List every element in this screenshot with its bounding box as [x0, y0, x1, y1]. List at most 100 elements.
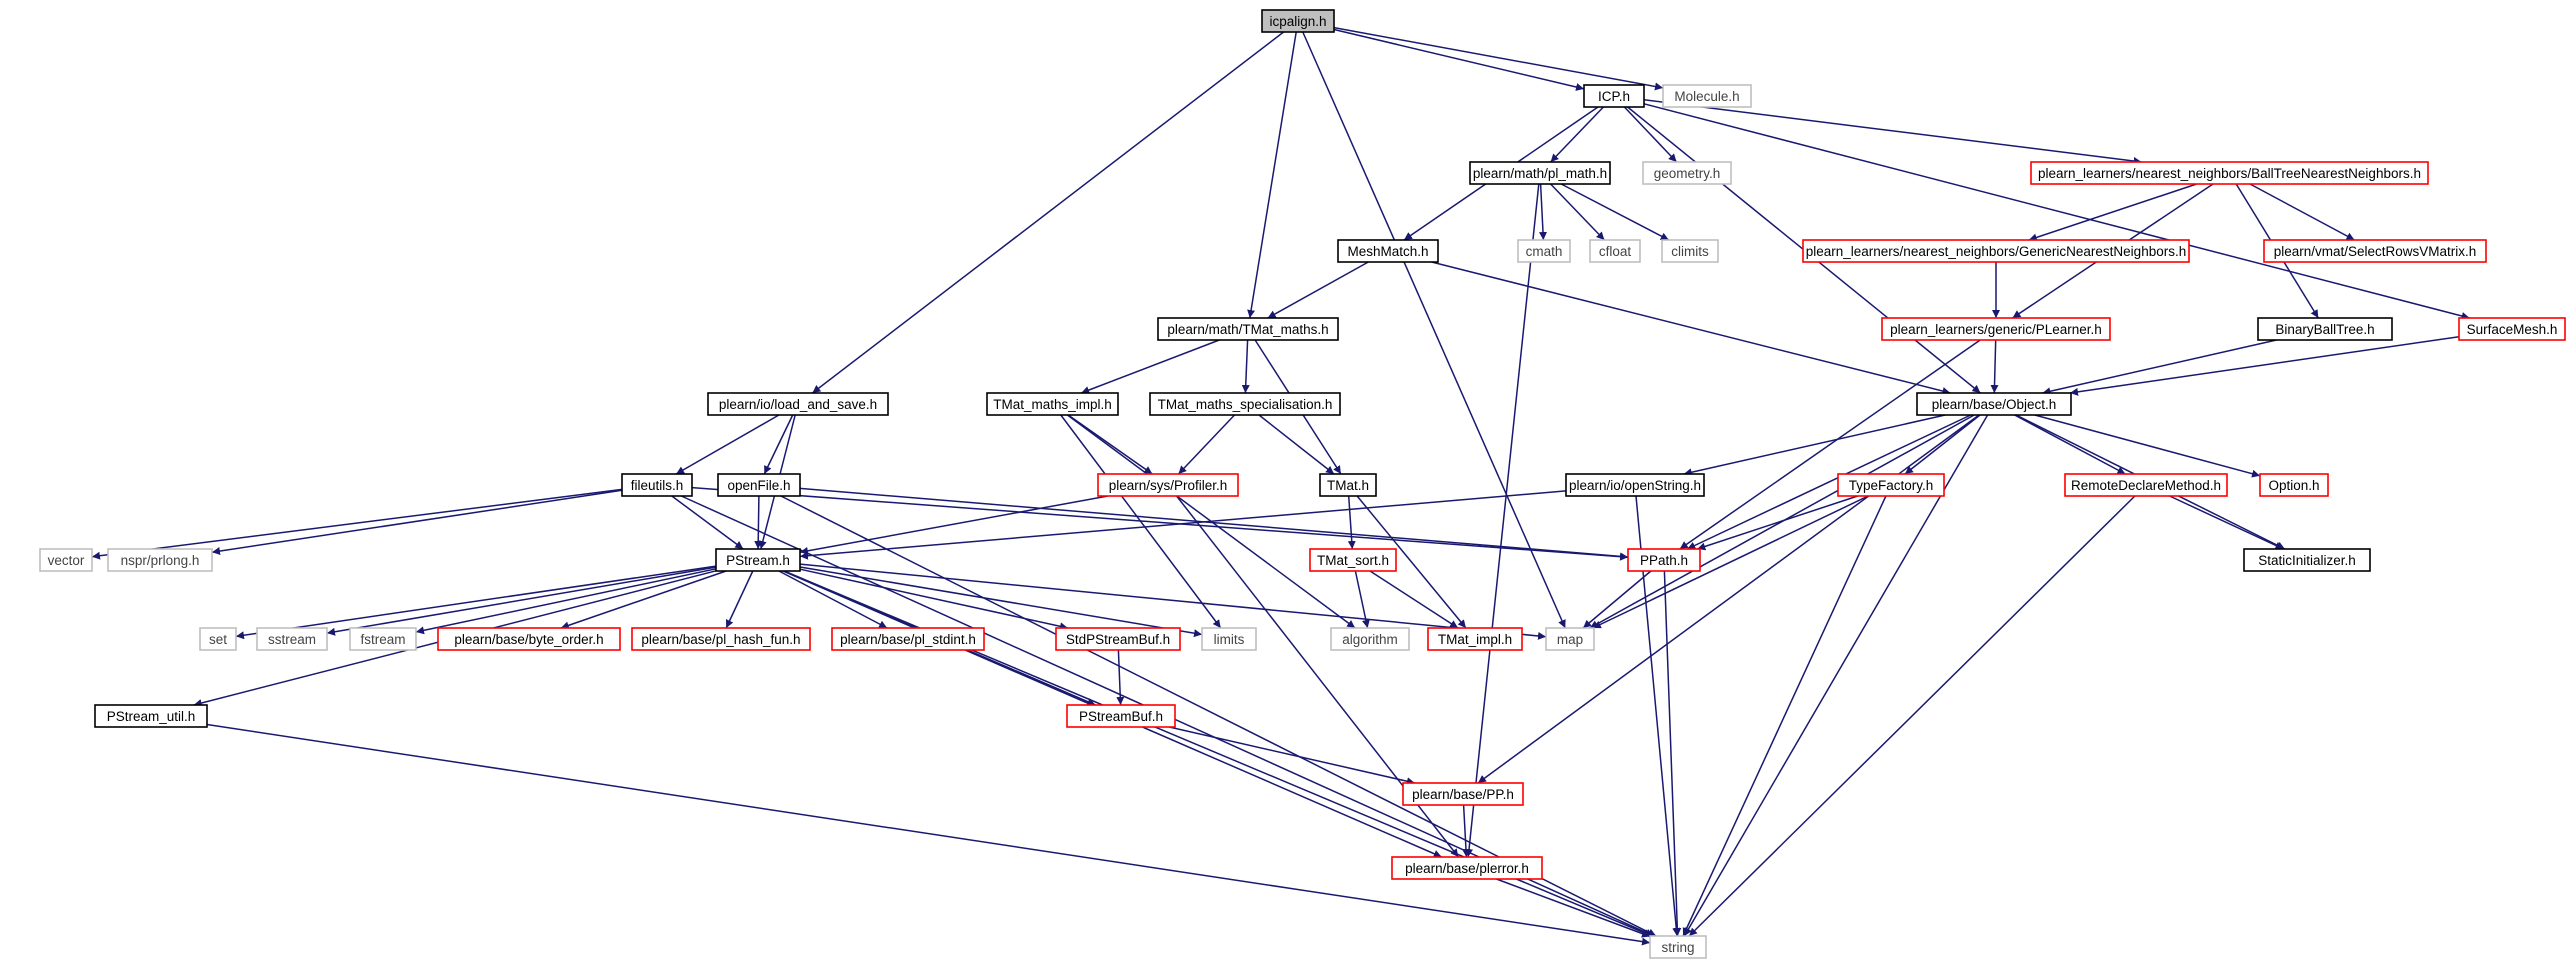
node-box-cfloat	[1589, 239, 1641, 263]
node-tmatimpl[interactable]: TMat_maths_impl.h	[986, 392, 1119, 416]
node-hashfun[interactable]: plearn/base/pl_hash_fun.h	[631, 627, 811, 651]
node-box-vector	[39, 548, 93, 572]
node-pstreambuf[interactable]: PStreamBuf.h	[1066, 704, 1176, 728]
node-openstring[interactable]: plearn/io/openString.h	[1565, 473, 1705, 497]
node-label-tmatimpl: TMat_maths_impl.h	[993, 397, 1112, 412]
node-tmatspec[interactable]: TMat_maths_specialisation.h	[1149, 392, 1341, 416]
node-btnn[interactable]: plearn_learners/nearest_neighbors/BallTr…	[2030, 161, 2429, 185]
node-staticinit[interactable]: StaticInitializer.h	[2243, 548, 2371, 572]
node-option[interactable]: Option.h	[2259, 473, 2329, 497]
edge-pstream-to-stdpsb	[799, 568, 1069, 631]
node-surfacemesh[interactable]: SurfaceMesh.h	[2458, 317, 2566, 341]
edge-tmatspec-to-tmat	[1258, 414, 1335, 475]
node-box-pstreambuf	[1066, 704, 1176, 728]
node-box-hashfun	[631, 627, 811, 651]
node-plmath[interactable]: plearn/math/pl_math.h	[1469, 161, 1611, 185]
node-stdint[interactable]: plearn/base/pl_stdint.h	[831, 627, 985, 651]
node-box-pstream	[715, 548, 801, 572]
edge-tmatimpl-to-profiler	[1067, 414, 1153, 475]
node-label-plearner: plearn_learners/generic/PLearner.h	[1890, 322, 2102, 337]
node-box-fileutils	[621, 473, 693, 497]
node-balltree[interactable]: BinaryBallTree.h	[2257, 317, 2393, 341]
node-stdpsb[interactable]: StdPStreamBuf.h	[1055, 627, 1181, 651]
edge-icp-to-btnn	[1643, 99, 2142, 165]
edge-fileutils-to-ppath	[691, 486, 1629, 561]
node-label-object: plearn/base/Object.h	[1932, 397, 2057, 412]
node-tmatimplh[interactable]: TMat_impl.h	[1427, 627, 1523, 651]
node-label-fstream: fstream	[360, 632, 405, 647]
node-label-cfloat: cfloat	[1599, 244, 1632, 259]
node-label-tmatspec: TMat_maths_specialisation.h	[1158, 397, 1333, 412]
node-algorithm: algorithm	[1330, 627, 1410, 651]
node-byteorder[interactable]: plearn/base/byte_order.h	[437, 627, 621, 651]
node-pstreamutil[interactable]: PStream_util.h	[94, 704, 208, 728]
node-box-geometry	[1642, 161, 1732, 185]
edge-plearner-to-object	[1990, 339, 1999, 394]
edge-loadsave-to-openfile	[763, 414, 794, 475]
edge-pstream-to-hashfun	[725, 570, 754, 629]
edge-icpalign-to-map	[1302, 31, 1566, 629]
node-box-staticinit	[2243, 548, 2371, 572]
node-tmat[interactable]: TMat.h	[1319, 473, 1377, 497]
node-label-nsprlong: nspr/prlong.h	[121, 553, 200, 568]
node-label-tmatimplh: TMat_impl.h	[1438, 632, 1512, 647]
node-cmath: cmath	[1517, 239, 1571, 263]
node-gnn[interactable]: plearn_learners/nearest_neighbors/Generi…	[1802, 239, 2190, 263]
edge-pp-to-plerror	[1461, 804, 1470, 858]
node-label-stdint: plearn/base/pl_stdint.h	[840, 632, 976, 647]
node-label-byteorder: plearn/base/byte_order.h	[454, 632, 603, 647]
node-label-vector: vector	[48, 553, 85, 568]
edge-remotedecl-to-staticinit	[2169, 495, 2284, 550]
node-box-remotedecl	[2064, 473, 2228, 497]
edge-object-to-remotedecl	[2014, 414, 2126, 475]
node-icp[interactable]: ICP.h	[1583, 84, 1645, 108]
node-box-molecule	[1662, 84, 1752, 108]
node-label-surfacemesh: SurfaceMesh.h	[2467, 322, 2558, 337]
node-label-btnn: plearn_learners/nearest_neighbors/BallTr…	[2038, 166, 2421, 181]
node-pstream[interactable]: PStream.h	[715, 548, 801, 572]
node-box-icpalign	[1261, 9, 1335, 33]
node-loadsave[interactable]: plearn/io/load_and_save.h	[707, 392, 889, 416]
node-icpalign[interactable]: icpalign.h	[1261, 9, 1335, 33]
node-selrows[interactable]: plearn/vmat/SelectRowsVMatrix.h	[2263, 239, 2487, 263]
node-label-meshmatch: MeshMatch.h	[1347, 244, 1428, 259]
node-label-map: map	[1557, 632, 1583, 647]
node-sstream: sstream	[256, 627, 328, 651]
node-box-tmatimplh	[1427, 627, 1523, 651]
node-box-meshmatch	[1337, 239, 1439, 263]
edge-tmatsort-to-algorithm	[1354, 570, 1370, 629]
edge-openfile-to-pstream	[754, 495, 763, 550]
node-label-pstream: PStream.h	[726, 553, 790, 568]
node-label-geometry: geometry.h	[1654, 166, 1721, 181]
node-box-tmat	[1319, 473, 1377, 497]
node-box-pstreamutil	[94, 704, 208, 728]
edge-meshmatch-to-object	[1431, 261, 1951, 395]
node-profiler[interactable]: plearn/sys/Profiler.h	[1097, 473, 1239, 497]
node-box-balltree	[2257, 317, 2393, 341]
node-pp[interactable]: plearn/base/PP.h	[1402, 782, 1524, 806]
node-label-icpalign: icpalign.h	[1269, 14, 1326, 29]
edge-btnn-to-selrows	[2249, 183, 2355, 241]
edge-openstring-to-pstream	[799, 490, 1567, 560]
node-box-stdint	[831, 627, 985, 651]
node-ppath[interactable]: PPath.h	[1627, 548, 1701, 572]
node-label-profiler: plearn/sys/Profiler.h	[1109, 478, 1228, 493]
node-vector: vector	[39, 548, 93, 572]
edge-plearner-to-ppath	[1679, 339, 1981, 550]
node-box-nsprlong	[107, 548, 213, 572]
node-label-plmath: plearn/math/pl_math.h	[1473, 166, 1607, 181]
node-box-loadsave	[707, 392, 889, 416]
node-meshmatch[interactable]: MeshMatch.h	[1337, 239, 1439, 263]
node-openfile[interactable]: openFile.h	[717, 473, 801, 497]
node-object[interactable]: plearn/base/Object.h	[1916, 392, 2072, 416]
node-fileutils[interactable]: fileutils.h	[621, 473, 693, 497]
node-remotedecl[interactable]: RemoteDeclareMethod.h	[2064, 473, 2228, 497]
edge-tmat-to-tmatimplh	[1356, 495, 1467, 629]
node-tmatsort[interactable]: TMat_sort.h	[1309, 548, 1397, 572]
node-typefactory[interactable]: TypeFactory.h	[1837, 473, 1945, 497]
node-tmatmaths[interactable]: plearn/math/TMat_maths.h	[1157, 317, 1339, 341]
edge-pstream-to-string	[783, 570, 1653, 937]
node-plerror[interactable]: plearn/base/plerror.h	[1391, 856, 1543, 880]
node-label-hashfun: plearn/base/pl_hash_fun.h	[641, 632, 800, 647]
node-plearner[interactable]: plearn_learners/generic/PLearner.h	[1881, 317, 2111, 341]
